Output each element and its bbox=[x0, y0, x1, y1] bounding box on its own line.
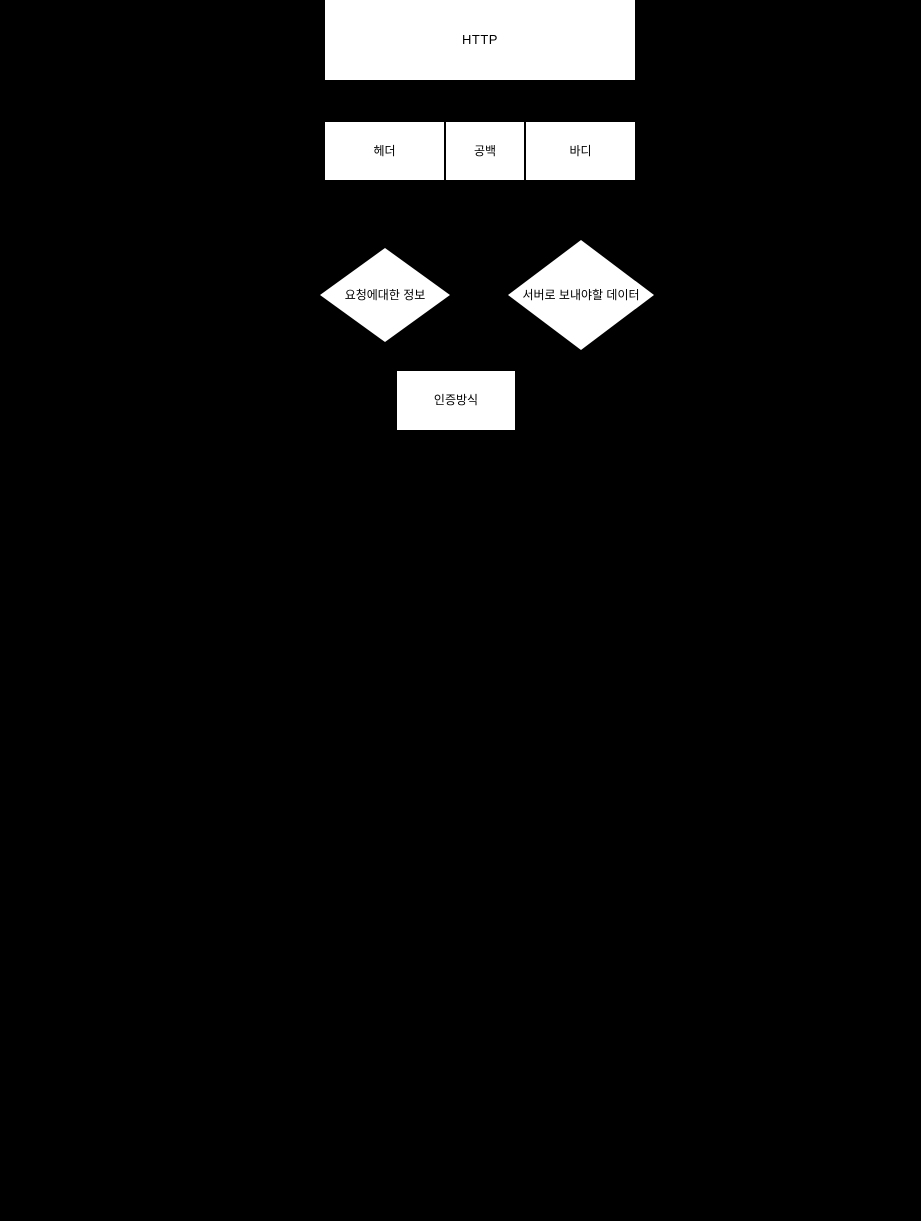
auth-method-label: 인증방식 bbox=[433, 393, 479, 408]
blank-segment-cell: 공백 bbox=[446, 122, 526, 180]
body-segment-cell: 바디 bbox=[526, 122, 635, 180]
blank-segment-label: 공백 bbox=[473, 143, 497, 158]
server-data-diamond: 서버로 보내야할 데이터 bbox=[508, 240, 654, 350]
http-message-segment-row: 헤더 공백 바디 bbox=[325, 122, 635, 180]
header-segment-label: 헤더 bbox=[373, 143, 396, 158]
http-title-label: HTTP bbox=[462, 32, 498, 48]
server-data-label: 서버로 보내야할 데이터 bbox=[522, 287, 640, 302]
header-segment-cell: 헤더 bbox=[325, 122, 446, 180]
auth-method-box: 인증방식 bbox=[397, 371, 515, 430]
http-title-box: HTTP bbox=[325, 0, 635, 80]
request-info-diamond: 요청에대한 정보 bbox=[320, 248, 450, 342]
request-info-label: 요청에대한 정보 bbox=[344, 287, 426, 302]
body-segment-label: 바디 bbox=[569, 143, 592, 158]
